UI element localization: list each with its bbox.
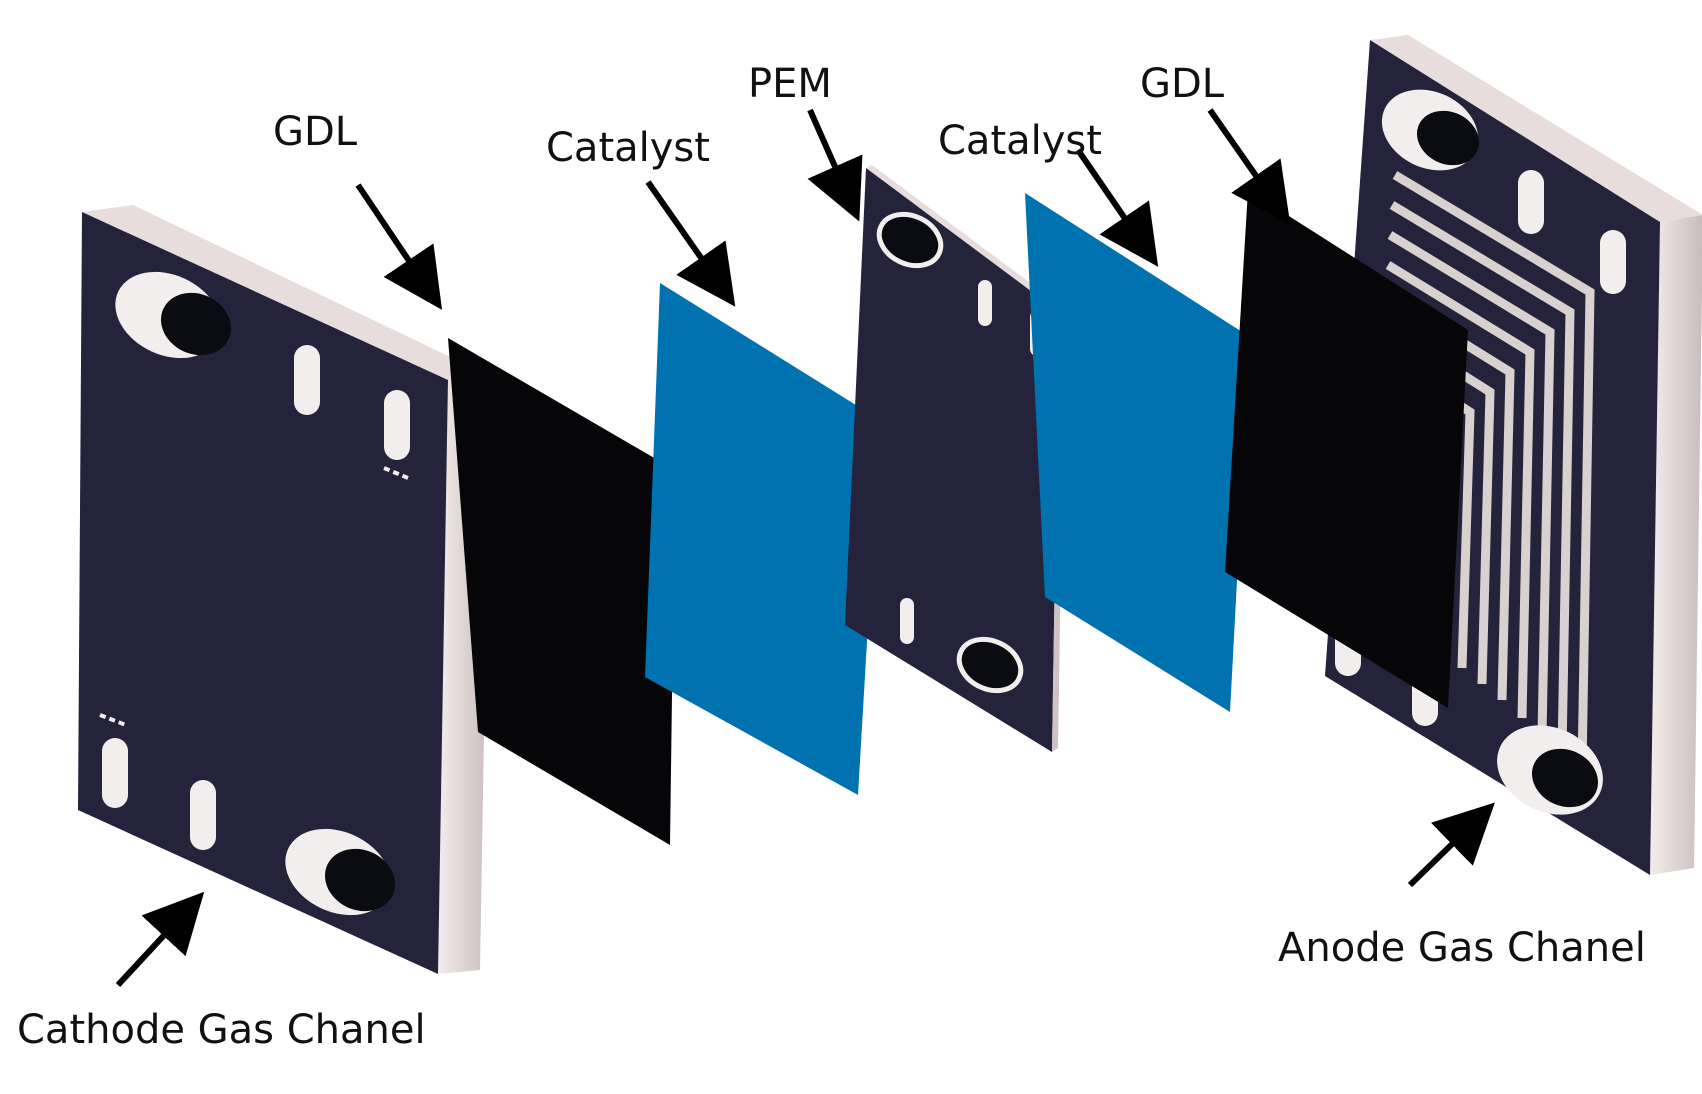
gdl-right-layer <box>1225 190 1468 708</box>
label-gdl-right: GDL <box>1140 61 1225 107</box>
anode-flow-channels <box>1379 171 1595 771</box>
cathode-slot <box>190 780 216 850</box>
arrow-anode <box>1407 802 1495 888</box>
arrow-pem <box>807 108 863 222</box>
anode-slot <box>1518 170 1544 234</box>
label-catalyst-left: Catalyst <box>546 125 710 171</box>
pem-slot <box>900 598 914 644</box>
cathode-pin-marks <box>99 713 127 727</box>
arrow-catalyst-right <box>1075 148 1159 267</box>
pem-edge <box>866 165 1065 312</box>
label-catalyst-right: Catalyst <box>938 118 1102 164</box>
pem-port <box>876 211 944 269</box>
arrow-cathode <box>115 891 205 988</box>
cathode-pin-marks <box>383 466 409 480</box>
arrow-gdl-right <box>1207 108 1291 225</box>
catalyst-left-layer <box>645 283 880 795</box>
label-gdl-left: GDL <box>273 109 358 155</box>
anode-slot <box>1600 230 1626 294</box>
anode-plate-side-edge <box>1650 215 1702 875</box>
label-pem: PEM <box>748 61 832 107</box>
cathode-plate-face <box>78 212 448 974</box>
cathode-slot <box>102 738 128 808</box>
label-cathode-gas-channel: Cathode Gas Chanel <box>17 1007 426 1053</box>
arrow-catalyst-left <box>645 180 736 307</box>
pem-slot <box>978 280 992 326</box>
catalyst-right-layer <box>1025 193 1250 712</box>
anode-plate-top-edge <box>1370 35 1702 222</box>
cathode-plate <box>78 205 490 974</box>
arrow-gdl-left <box>355 183 443 310</box>
anode-port-top <box>1381 89 1480 171</box>
cathode-plate-top-edge <box>82 205 490 380</box>
pem-port <box>956 636 1024 694</box>
cathode-slot <box>294 345 320 415</box>
cathode-port-top <box>115 271 232 359</box>
anode-port-bottom <box>1497 725 1603 815</box>
label-arrows <box>115 108 1495 988</box>
label-anode-gas-channel: Anode Gas Chanel <box>1278 925 1646 971</box>
cathode-slot <box>384 390 410 460</box>
cathode-port-bottom <box>285 828 396 916</box>
pem-face <box>845 168 1059 752</box>
gdl-left-layer <box>448 338 675 845</box>
